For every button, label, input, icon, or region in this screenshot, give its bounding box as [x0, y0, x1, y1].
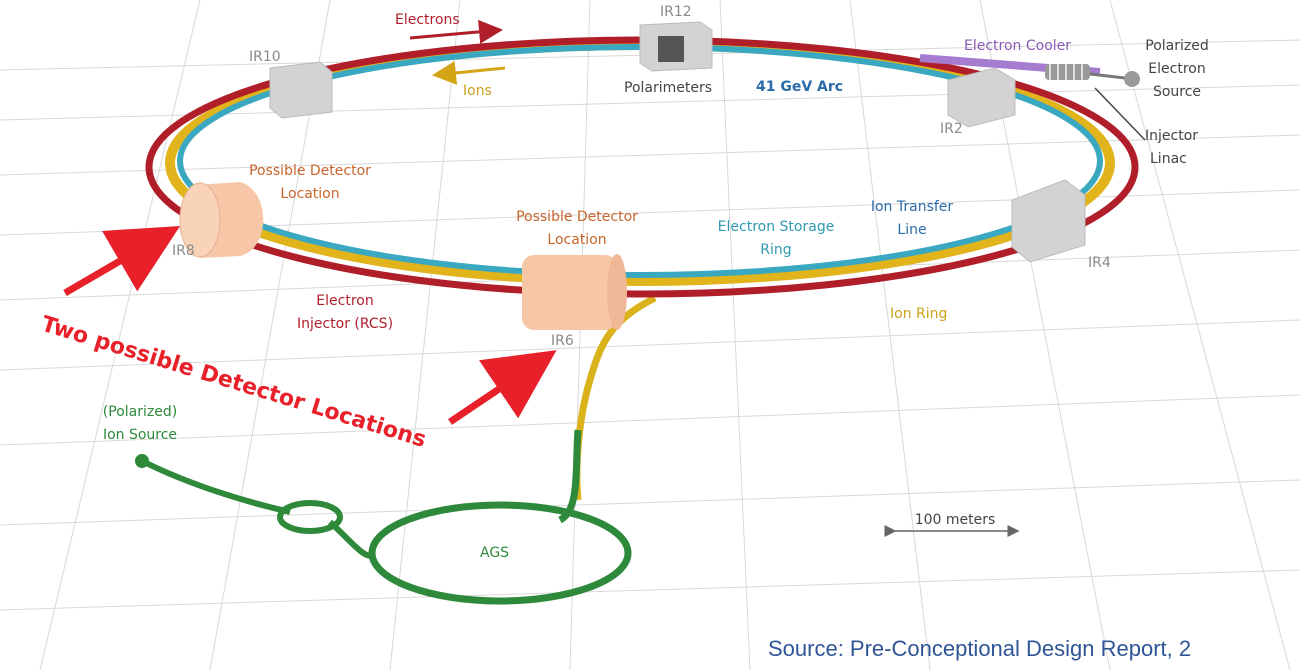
storage-ring-label-1: Electron Storage — [718, 219, 835, 235]
detector-ir8 — [179, 182, 264, 258]
electron-injector-label-1: Electron — [316, 293, 373, 309]
ions-arrow — [432, 60, 506, 85]
polarimeters-label: Polarimeters — [624, 80, 712, 96]
ion-source-label-1: (Polarized) — [103, 404, 177, 420]
storage-ring-label-2: Ring — [760, 242, 791, 258]
ion-transfer-label-1: Ion Transfer — [871, 199, 954, 215]
ion-source-dot — [135, 454, 149, 468]
electrons-arrow — [409, 19, 503, 44]
electrons-label: Electrons — [395, 12, 460, 28]
ion-source-label-2: Ion Source — [103, 427, 177, 443]
polarized-source-label-1: Polarized — [1145, 38, 1208, 54]
electron-injector-label-2: Injector (RCS) — [297, 316, 393, 332]
ags-ring — [368, 501, 632, 605]
ir8-label: IR8 — [172, 243, 195, 259]
injector-linac-label-1: Injector — [1145, 128, 1198, 144]
ion-source-line — [140, 458, 375, 559]
polarized-source-label-3: Source — [1153, 84, 1201, 100]
scale-label: 100 meters — [915, 512, 996, 528]
detector-left-label-2: Location — [280, 186, 339, 202]
electron-cooler-label: Electron Cooler — [964, 38, 1071, 54]
source-citation: Source: Pre-Conceptional Design Report, … — [768, 636, 1192, 661]
ir10-box — [269, 61, 333, 119]
ir2-label: IR2 — [940, 121, 963, 137]
detector-left-label-1: Possible Detector — [249, 163, 371, 179]
booster-ring — [277, 500, 343, 534]
detector-center-label-2: Location — [547, 232, 606, 248]
ion-ring-label: Ion Ring — [890, 306, 947, 322]
ir2-box — [947, 67, 1016, 128]
ir4-box — [1011, 179, 1086, 263]
polarized-source-label-2: Electron — [1148, 61, 1205, 77]
detector-center-label-1: Possible Detector — [516, 209, 638, 225]
callout-arrow-left — [63, 225, 181, 297]
injector-linac-label-2: Linac — [1150, 151, 1187, 167]
callout-arrow-right — [448, 350, 557, 425]
arc-label: 41 GeV Arc — [756, 79, 843, 95]
ags-transfer-line — [558, 429, 582, 524]
ir6-label: IR6 — [551, 333, 574, 349]
ir12-box — [639, 21, 713, 72]
ions-label: Ions — [463, 83, 492, 99]
ags-label: AGS — [480, 545, 509, 561]
ir12-label: IR12 — [660, 4, 692, 20]
detector-ir6 — [522, 254, 627, 330]
ion-transfer-label-2: Line — [897, 222, 926, 238]
ir10-label: IR10 — [249, 49, 281, 65]
ir4-label: IR4 — [1088, 255, 1111, 271]
injector-linac-pointer — [1094, 87, 1146, 141]
injector-linac-coil — [1045, 64, 1140, 87]
